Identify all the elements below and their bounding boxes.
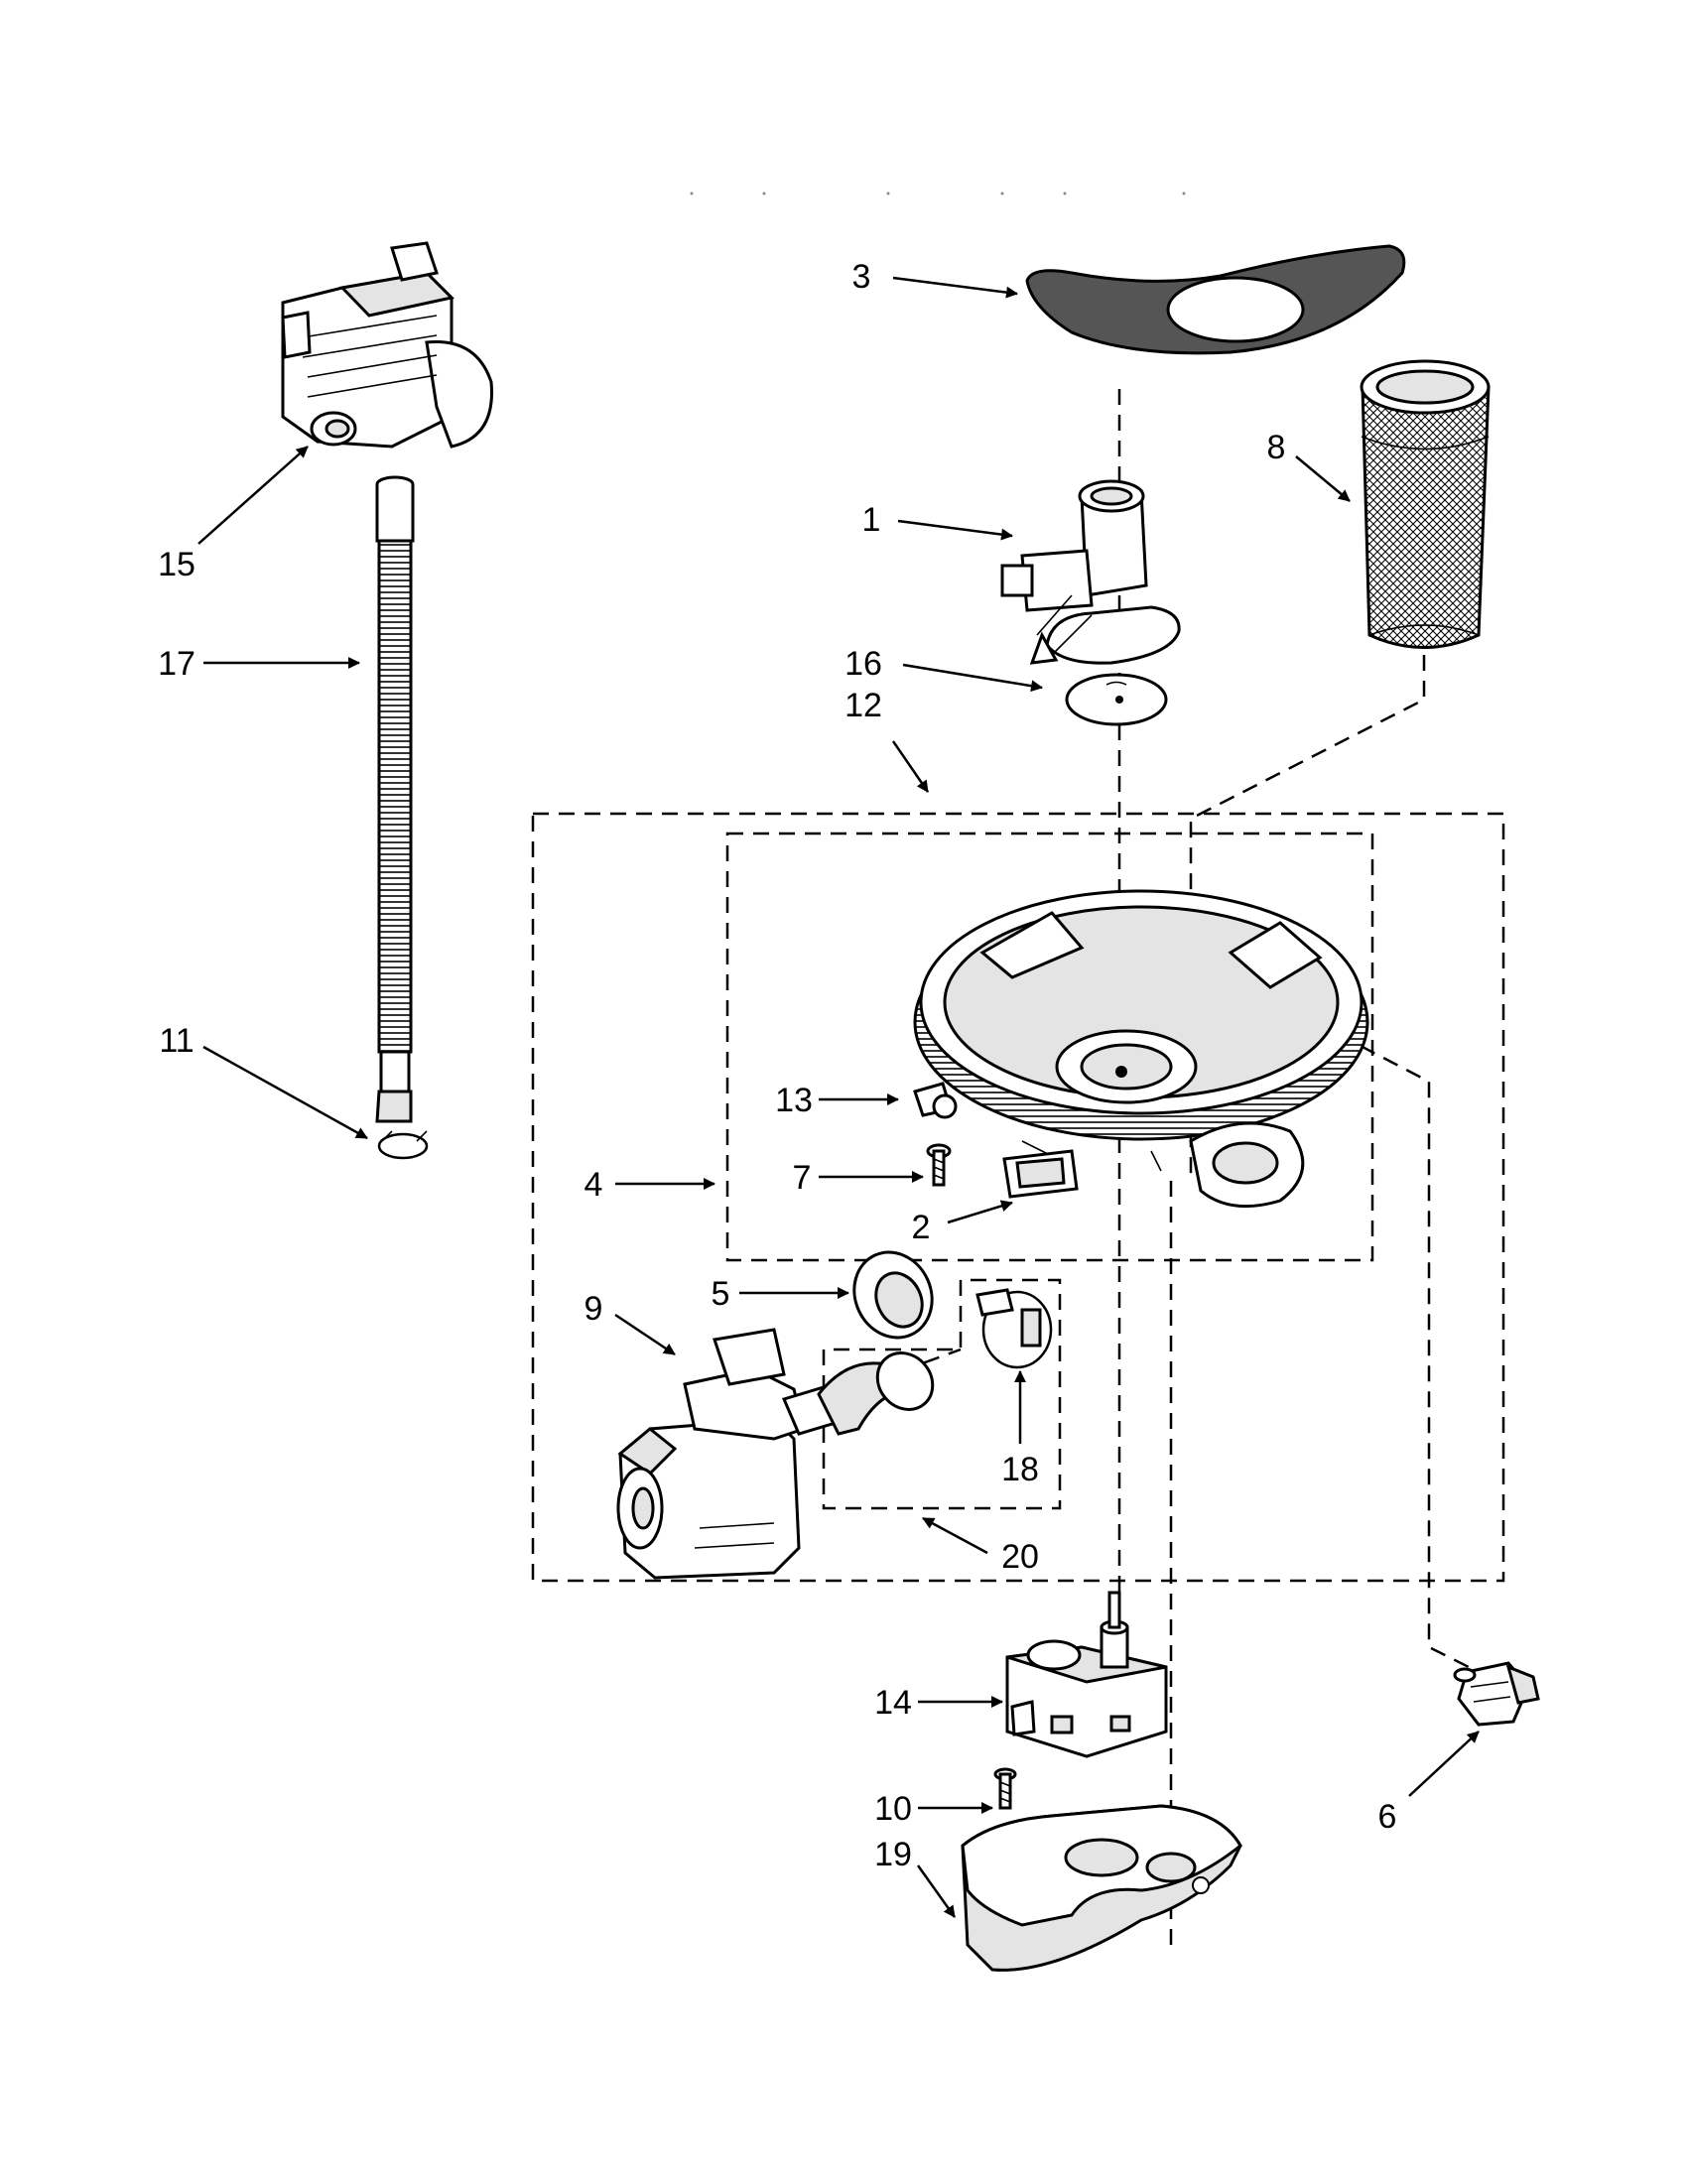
diverter-disc-icon bbox=[1065, 673, 1168, 726]
label-15: 15 bbox=[158, 546, 195, 583]
assembly-20-box bbox=[822, 1278, 1062, 1510]
top-marks bbox=[690, 192, 1186, 195]
label-6: 6 bbox=[1378, 1798, 1397, 1836]
label-8: 8 bbox=[1267, 429, 1286, 466]
assembly-12-box bbox=[531, 812, 1505, 1583]
label-5: 5 bbox=[712, 1275, 730, 1313]
label-3: 3 bbox=[852, 258, 871, 296]
callout-labels: 3 1 16 12 8 15 17 11 13 7 2 4 5 9 18 20 … bbox=[158, 258, 1396, 1873]
label-9: 9 bbox=[584, 1290, 603, 1328]
label-17: 17 bbox=[158, 645, 195, 683]
label-10: 10 bbox=[874, 1790, 912, 1828]
inlet-valve-assembly-icon bbox=[281, 241, 493, 449]
label-4: 4 bbox=[584, 1166, 603, 1204]
wash-pump-motor-icon bbox=[616, 1328, 935, 1580]
label-19: 19 bbox=[874, 1836, 912, 1873]
pump-seal-icon bbox=[852, 1250, 934, 1340]
label-12: 12 bbox=[844, 687, 882, 724]
wire-connector-icon bbox=[913, 1082, 958, 1119]
screw-icon bbox=[993, 1767, 1017, 1810]
label-2: 2 bbox=[912, 1209, 931, 1246]
filter-cover-icon bbox=[1025, 244, 1406, 355]
label-1: 1 bbox=[862, 501, 881, 539]
diverter-housing-icon bbox=[1000, 479, 1181, 665]
connector-plug-icon bbox=[1002, 1149, 1079, 1199]
label-18: 18 bbox=[1001, 1451, 1039, 1488]
hose-clamp-icon bbox=[377, 1130, 429, 1160]
label-7: 7 bbox=[793, 1159, 812, 1197]
label-20: 20 bbox=[1001, 1538, 1039, 1576]
sensor-icon bbox=[1453, 1661, 1540, 1727]
screw-icon bbox=[926, 1143, 952, 1187]
label-14: 14 bbox=[874, 1684, 912, 1722]
label-13: 13 bbox=[775, 1082, 813, 1119]
label-16: 16 bbox=[844, 645, 882, 683]
drain-hose-icon bbox=[375, 475, 415, 1123]
leader-arrows bbox=[197, 276, 1480, 1918]
sump-assembly-icon bbox=[913, 889, 1369, 1209]
diverter-motor-icon bbox=[1005, 1591, 1168, 1758]
label-11: 11 bbox=[159, 1022, 194, 1060]
upper-filter-icon bbox=[1360, 359, 1491, 649]
assembly-4-box bbox=[725, 832, 1374, 1262]
band-clamp-icon bbox=[975, 1288, 1053, 1369]
sump-support-icon bbox=[961, 1804, 1242, 1972]
